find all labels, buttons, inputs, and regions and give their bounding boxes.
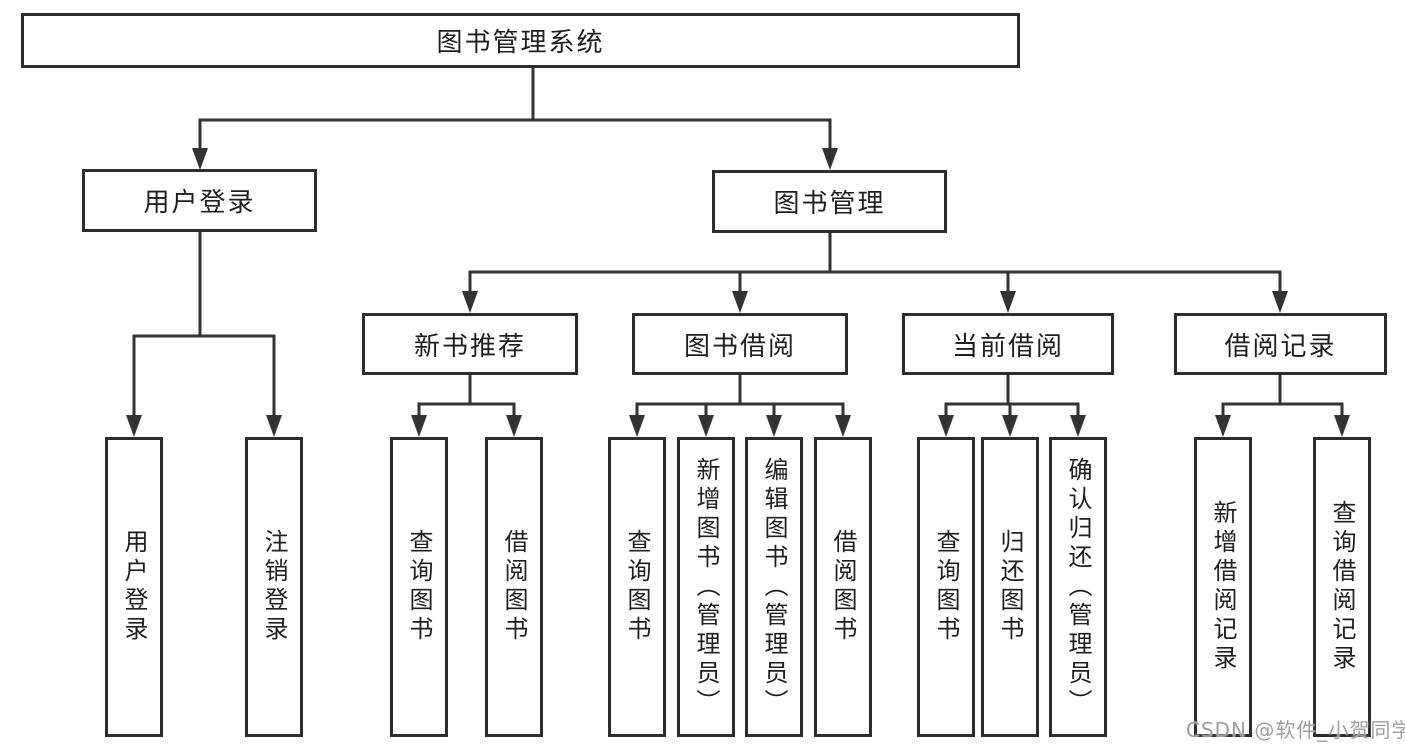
leaf-query-books-1: 查询图书 (390, 437, 448, 737)
leaf-return-book-label: 归还图书 (996, 529, 1024, 645)
branch-borrow-records (1215, 373, 1350, 437)
leaf-query-books-3: 查询图书 (917, 437, 975, 737)
leaf-confirm-return-admin-label: 确认归还（管理员） (1064, 456, 1092, 718)
branch-user-login (126, 230, 282, 437)
node-current-borrow: 当前借阅 (902, 313, 1114, 375)
leaf-add-book-admin-label: 新增图书（管理员） (692, 456, 720, 718)
node-user-login-label: 用户登录 (143, 188, 256, 218)
node-book-mgmt: 图书管理 (712, 170, 947, 233)
leaf-add-book-admin: 新增图书（管理员） (677, 437, 735, 737)
leaf-query-borrow-record: 查询借阅记录 (1313, 437, 1371, 737)
node-book-borrow: 图书借阅 (632, 313, 848, 375)
leaf-borrow-books-2-label: 借阅图书 (829, 529, 857, 645)
node-root: 图书管理系统 (21, 13, 1020, 68)
leaf-user-login: 用户登录 (105, 437, 163, 737)
leaf-borrow-books-1-label: 借阅图书 (500, 529, 528, 645)
leaf-add-borrow-record: 新增借阅记录 (1194, 437, 1252, 737)
leaf-logout-label: 注销登录 (260, 529, 288, 645)
leaf-query-borrow-record-label: 查询借阅记录 (1328, 500, 1356, 674)
branch-new-books (411, 373, 522, 437)
node-borrow-records: 借阅记录 (1174, 313, 1387, 375)
node-new-books: 新书推荐 (362, 313, 578, 375)
leaf-add-borrow-record-label: 新增借阅记录 (1209, 500, 1237, 674)
branch-book-borrow (629, 373, 851, 437)
node-root-label: 图书管理系统 (436, 28, 605, 58)
leaf-logout: 注销登录 (245, 437, 303, 737)
leaf-confirm-return-admin: 确认归还（管理员） (1049, 437, 1107, 737)
leaf-edit-book-admin: 编辑图书（管理员） (745, 437, 803, 737)
watermark: CSDN @软件_小贺同学 (1186, 718, 1405, 742)
node-borrow-records-label: 借阅记录 (1224, 331, 1337, 362)
node-user-login: 用户登录 (82, 169, 317, 232)
leaf-borrow-books-1: 借阅图书 (485, 437, 543, 737)
leaf-query-books-2-label: 查询图书 (623, 529, 651, 645)
branch-book-mgmt (462, 231, 1288, 313)
node-book-borrow-label: 图书借阅 (683, 331, 796, 362)
leaf-query-books-1-label: 查询图书 (405, 529, 433, 645)
branch-current-borrow (938, 373, 1086, 437)
leaf-query-books-3-label: 查询图书 (932, 529, 960, 645)
leaf-query-books-2: 查询图书 (608, 437, 666, 737)
leaf-return-book: 归还图书 (981, 437, 1039, 737)
leaf-edit-book-admin-label: 编辑图书（管理员） (760, 456, 788, 718)
node-new-books-label: 新书推荐 (413, 331, 526, 362)
leaf-user-login-label: 用户登录 (120, 529, 148, 645)
leaf-borrow-books-2: 借阅图书 (814, 437, 872, 737)
node-book-mgmt-label: 图书管理 (773, 189, 886, 219)
branch-root (192, 66, 838, 170)
node-current-borrow-label: 当前借阅 (951, 331, 1064, 362)
